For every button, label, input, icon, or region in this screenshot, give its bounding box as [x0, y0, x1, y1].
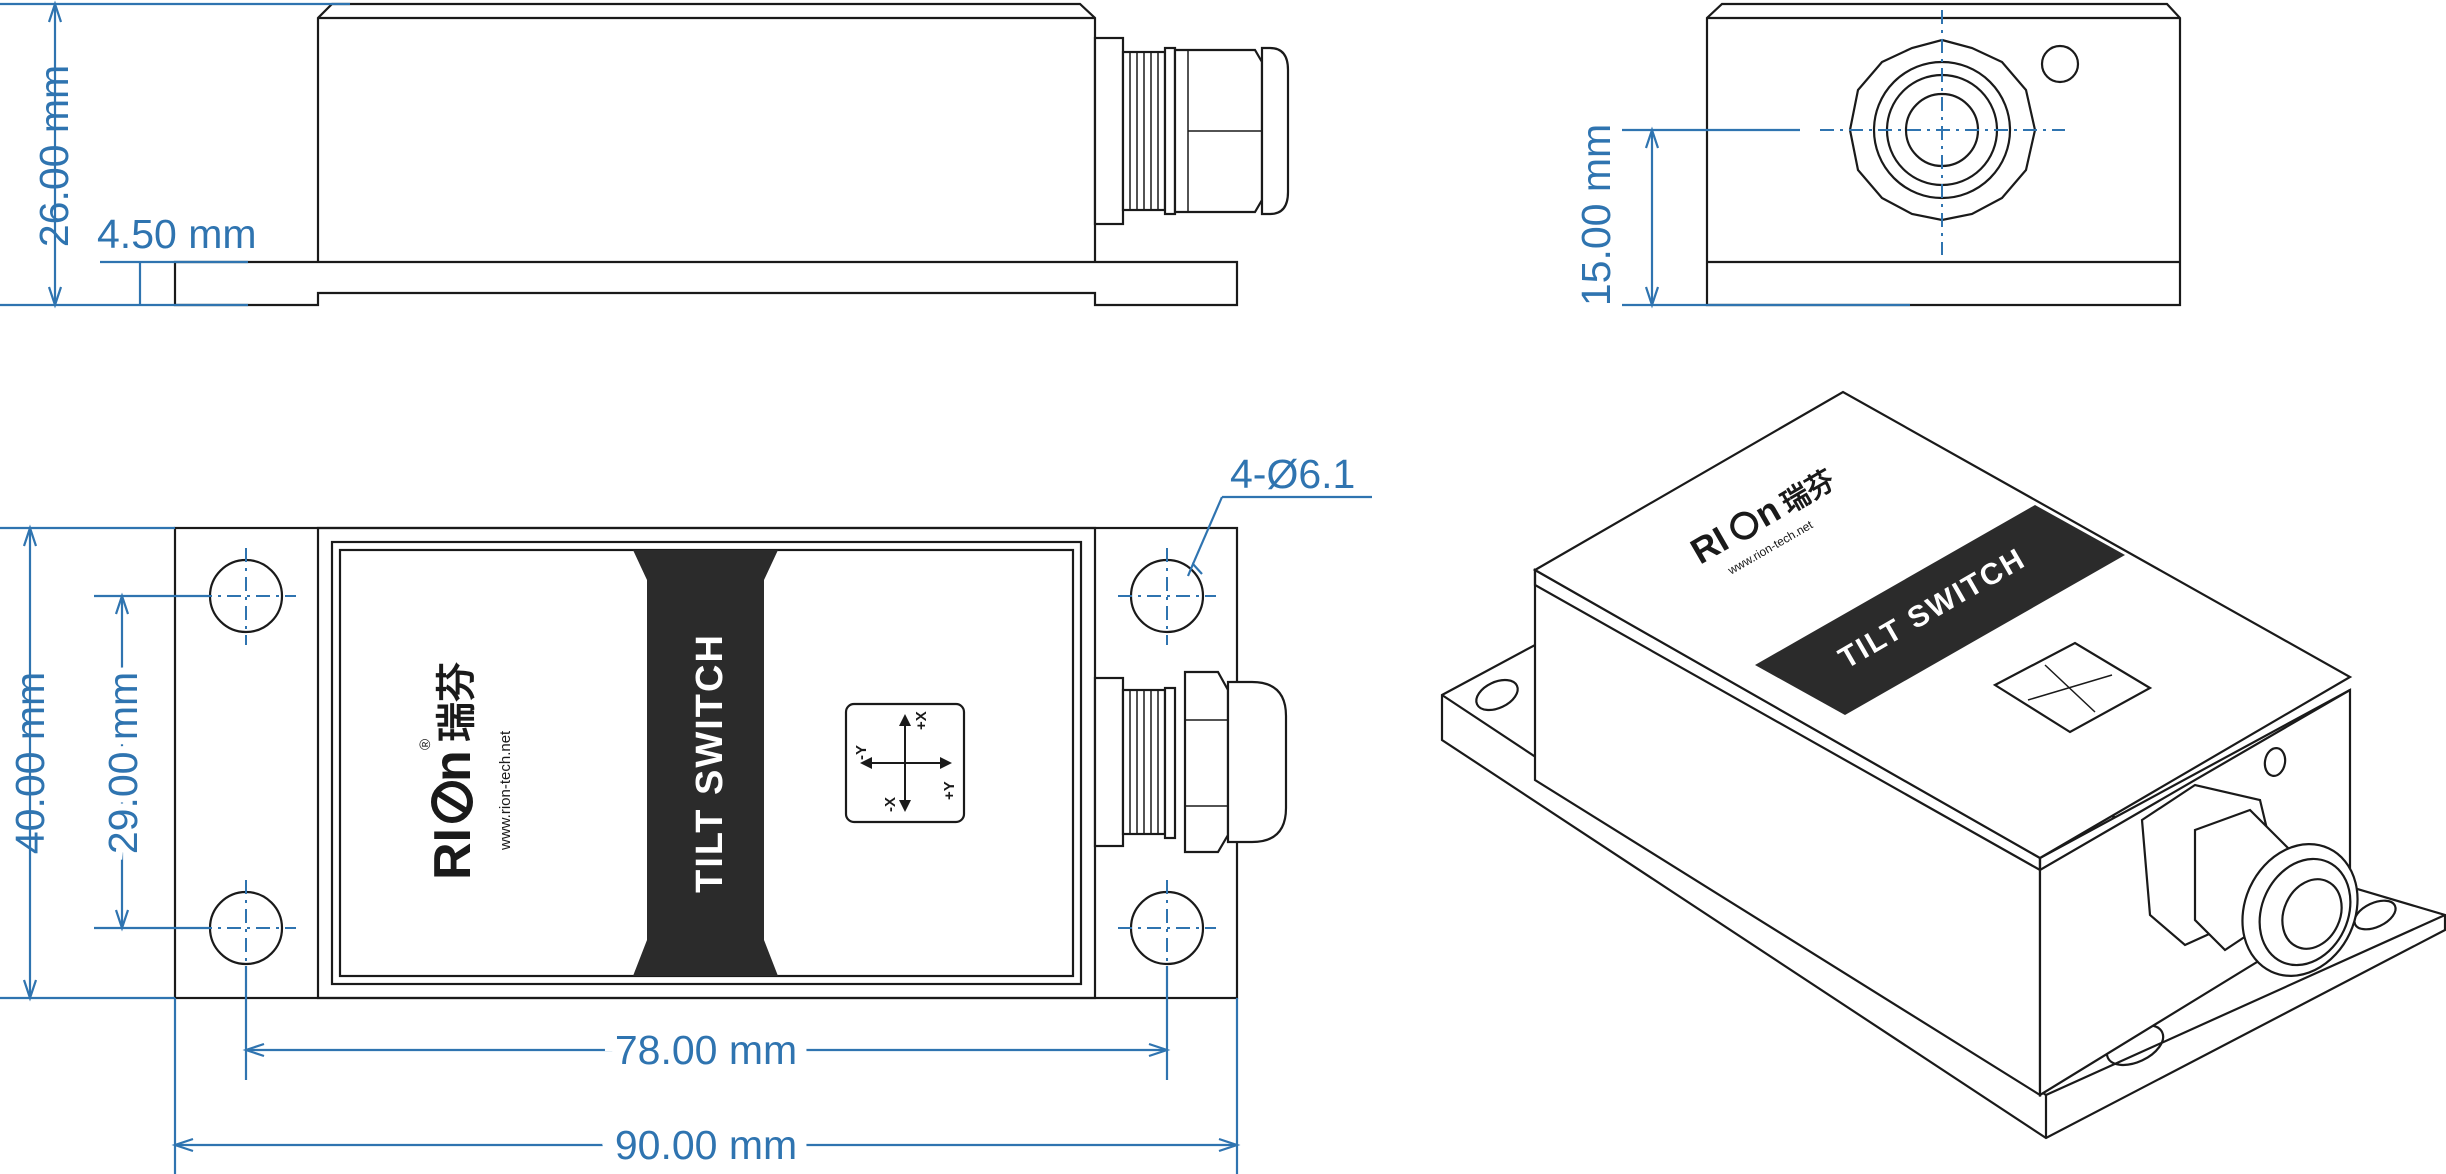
- iso-label-band: [1755, 505, 2125, 715]
- dim-flange-thickness: 4.50 mm: [97, 211, 257, 257]
- svg-text:®: ®: [417, 739, 434, 750]
- dim-height-total: 26.00 mm: [31, 65, 77, 247]
- svg-text:-X: -X: [882, 797, 899, 812]
- side-view-housing: [316, 2, 1097, 262]
- top-view: TILT SWITCH RI n 瑞芬 ® www.rion-tech.net …: [0, 451, 1372, 1174]
- dim-width-total: 40.00 mm: [7, 672, 53, 854]
- iso-cable-gland: [2140, 783, 2359, 977]
- svg-text:RI: RI: [424, 828, 482, 880]
- axis-marker-iso: [1992, 641, 2153, 734]
- svg-text:-Y: -Y: [853, 745, 870, 760]
- dim-length-total: 90.00 mm: [615, 1122, 797, 1168]
- end-view-vent-hole: [2040, 44, 2080, 84]
- side-view: 26.00 mm 4.50 mm: [0, 0, 1290, 309]
- dim-hole-spacing-x: 78.00 mm: [615, 1027, 797, 1073]
- axis-marker-top: +X -X +Y -Y: [844, 702, 966, 824]
- brand-logo-top: RI n 瑞芬 ® www.rion-tech.net: [417, 662, 514, 880]
- dim-gland-height: 15.00 mm: [1573, 124, 1619, 306]
- isometric-view: TILT SWITCH RI n 瑞芬 www.rion-tech.net: [1440, 390, 2446, 1140]
- dim-hole-spacing-y: 29.00 mm: [100, 672, 146, 854]
- dim-hole-callout: 4-Ø6.1: [1230, 451, 1355, 497]
- label-band: [633, 550, 778, 976]
- product-name-top: TILT SWITCH: [689, 633, 731, 893]
- svg-text:瑞芬: 瑞芬: [435, 662, 479, 742]
- svg-text:+Y: +Y: [941, 781, 958, 800]
- svg-text:n: n: [424, 750, 482, 782]
- svg-text:+X: +X: [913, 711, 930, 730]
- side-view-cable-gland: [1093, 36, 1290, 226]
- end-view: 15.00 mm: [1573, 2, 2182, 309]
- website-text-top: www.rion-tech.net: [497, 730, 514, 851]
- top-view-cable-gland: [1093, 670, 1288, 854]
- side-view-body: [173, 260, 1239, 307]
